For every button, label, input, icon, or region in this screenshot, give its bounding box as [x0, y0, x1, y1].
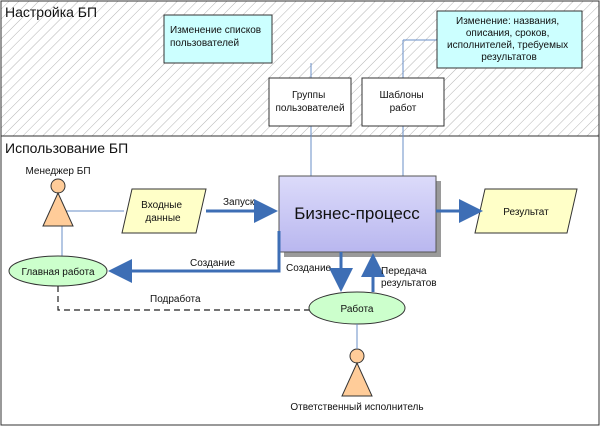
- input-data-shape: [121, 188, 207, 234]
- manager-label: Менеджер БП: [25, 166, 90, 177]
- box-user-groups-line1: Группы: [292, 90, 325, 101]
- manager-actor-head: [50, 178, 66, 194]
- create-main-label: Создание: [190, 258, 236, 269]
- note-templates-change: [436, 10, 583, 69]
- work-label: Работа: [341, 303, 374, 315]
- note-user-lists: [163, 14, 273, 64]
- svg-text:Шаблоны работ: Шаблоны работ: [379, 89, 426, 114]
- create-main-arrow: [108, 231, 281, 283]
- executor-label: Ответственный исполнитель: [290, 402, 423, 413]
- svg-text:Изменение: названия, описа: Изменение: названия, описания, сроков, и…: [447, 16, 571, 63]
- box-work-templates-line2: работ: [390, 102, 417, 114]
- note-templates-line2: описания, сроков,: [466, 28, 549, 39]
- box-work-templates: [361, 77, 445, 127]
- business-process-label: Бизнес-процесс: [294, 204, 420, 223]
- subwork-label: Подработа: [150, 293, 201, 305]
- executor-actor-head: [349, 348, 365, 364]
- transfer-label-line2: результатов: [381, 278, 437, 289]
- svg-text:Изменение списков пользова: Изменение списков пользователей: [170, 25, 264, 49]
- note-templates-line4: результатов: [481, 52, 537, 63]
- manager-actor-body: [42, 191, 74, 227]
- thin-connectors: [61, 39, 437, 256]
- note-user-lists-line1: Изменение списков: [170, 25, 261, 36]
- executor-actor-body: [341, 361, 373, 397]
- transfer-label-line1: Передача: [381, 266, 427, 277]
- launch-label: Запуск: [223, 197, 255, 208]
- setup-section-title: Настройка БП: [5, 4, 97, 20]
- box-user-groups-line2: пользователей: [275, 103, 344, 114]
- note-templates-line3: исполнителей, требуемых: [447, 39, 568, 51]
- usage-section-title: Использование БП: [5, 140, 128, 156]
- subwork-dashed-line: [57, 286, 309, 311]
- business-process-box[interactable]: [278, 175, 437, 253]
- input-data-line2: данные: [145, 213, 181, 224]
- svg-text:Входные данные: Входные данные: [141, 200, 185, 224]
- result-label: Результат: [503, 207, 549, 218]
- svg-text:Передача результатов: Передача результатов: [381, 266, 437, 289]
- box-work-templates-line1: Шаблоны: [379, 89, 423, 101]
- note-templates-line1: Изменение: названия,: [456, 16, 559, 27]
- create-work-label: Создание: [286, 263, 332, 274]
- box-user-groups: [268, 77, 352, 127]
- note-user-lists-line2: пользователей: [170, 38, 239, 49]
- svg-text:Группы пользователей: Группы пользователей: [275, 90, 344, 114]
- input-data-line1: Входные: [141, 200, 182, 211]
- main-work-label: Главная работа: [21, 266, 95, 278]
